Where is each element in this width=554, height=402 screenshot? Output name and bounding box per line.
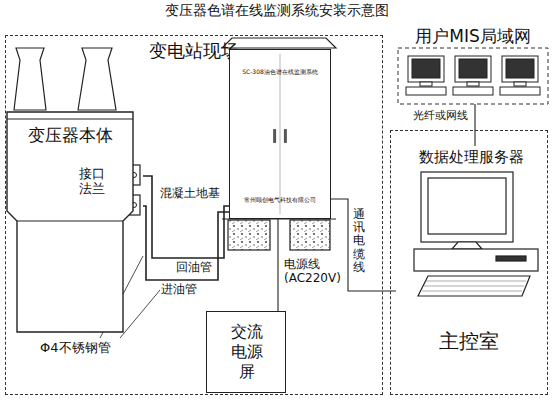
key-row — [426, 281, 526, 282]
monitor-frame — [421, 172, 513, 242]
transformer-shape — [7, 112, 133, 332]
cabinet-handle — [273, 129, 276, 143]
desktop-case — [414, 249, 538, 271]
cabinet-door-seam — [280, 54, 281, 214]
cable-line — [474, 104, 475, 146]
interface-flange: 接口法兰 — [79, 161, 143, 221]
node-text: SC-308油色谱在线监测系统 — [230, 68, 330, 75]
drive-slot — [496, 256, 526, 261]
concrete-foundation — [228, 220, 270, 250]
mis-lan: 用户MIS局域网 — [398, 26, 548, 104]
diagram-title: 变压器色谱在线监测系统安装示意图 — [0, 2, 554, 19]
bushing-left — [14, 48, 46, 110]
transformer-lid — [7, 119, 133, 120]
key-row — [422, 291, 522, 292]
transformer-body: 变压器本体接口法兰 — [6, 111, 134, 333]
connector-label: 进油管 — [160, 283, 198, 297]
ac-power-panel: 交流电源屏 — [206, 311, 286, 393]
node-text: 用户MIS局域网 — [398, 26, 548, 46]
leader-line — [120, 284, 165, 338]
lan-computers — [406, 56, 540, 95]
monitor-cabinet: SC-308油色谱在线监测系统常州颐创电气科技有限公司 — [229, 49, 331, 219]
keyboard-keys — [422, 281, 526, 291]
oil-pipe — [143, 206, 229, 280]
oil-pipe — [143, 176, 229, 258]
lan-box — [398, 48, 548, 104]
transformer-step — [17, 221, 123, 222]
monitor-stand — [452, 242, 482, 249]
cabinet-handle — [284, 129, 287, 143]
node-text: 主控室 — [391, 329, 547, 353]
cable-line — [277, 219, 278, 311]
server-computer — [396, 146, 546, 321]
node-text: 变压器本体 — [6, 125, 134, 145]
connector-label: 光纤或网线 — [412, 110, 469, 123]
node-text: 接口法兰 — [79, 167, 108, 197]
bushing-right — [78, 48, 116, 110]
part-label: Φ4不锈钢管 — [40, 340, 111, 356]
concrete-foundation — [290, 220, 330, 250]
keyboard — [418, 276, 530, 296]
node-text: 常州颐创电气科技有限公司 — [230, 196, 330, 203]
cabinet-roof — [222, 38, 336, 48]
node-text: 交流电源屏 — [229, 322, 266, 382]
connector-label: 通讯电缆线 — [352, 208, 366, 274]
cabinet-detail — [230, 50, 330, 218]
key-row — [424, 286, 524, 287]
computer-parts — [414, 172, 538, 296]
connector-label: 电源线 (AC220V) — [283, 258, 343, 286]
node-text: 数据处理服务器 — [396, 148, 546, 166]
monitor-screen — [428, 178, 506, 234]
connector-label: 回油管 — [175, 261, 213, 275]
control-room-region: 主控室 数据处理服务器 — [390, 130, 548, 395]
part-label: 混凝土地基 — [160, 186, 220, 200]
data-server: 数据处理服务器 — [396, 146, 546, 321]
